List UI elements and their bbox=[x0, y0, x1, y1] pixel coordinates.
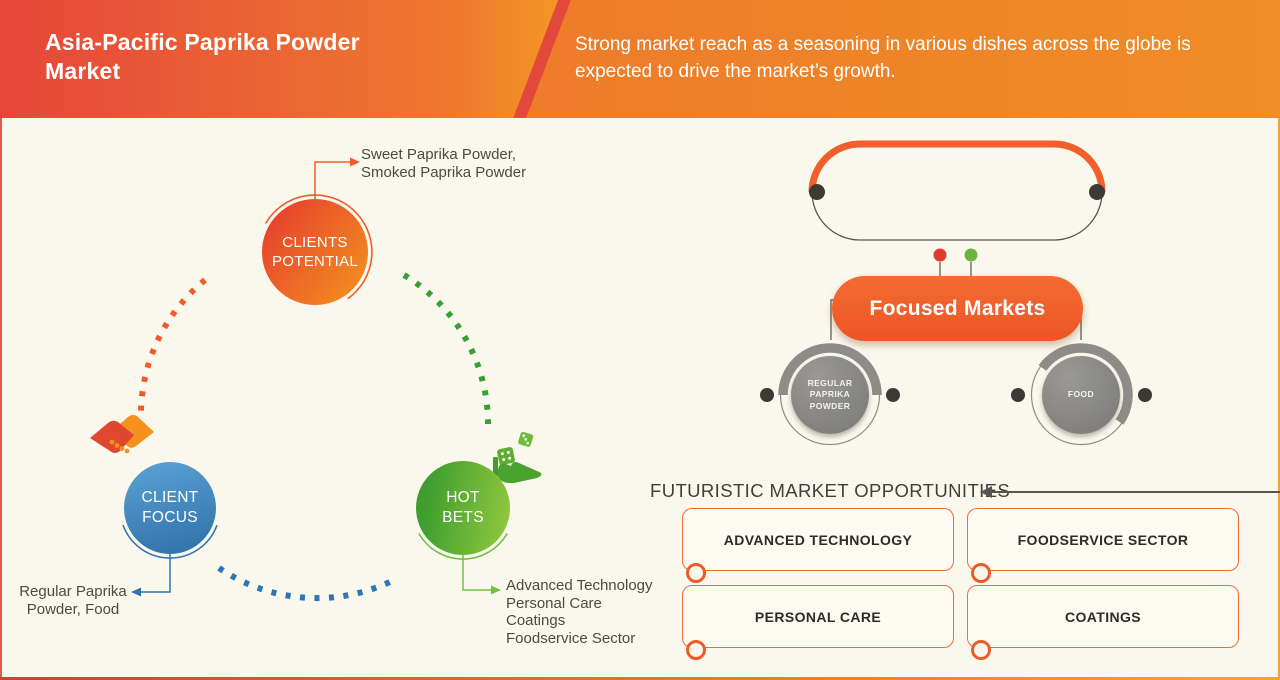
node2-ring-thick bbox=[1038, 343, 1133, 425]
node1-left-dot bbox=[760, 388, 774, 402]
arrowhead-clients-potential bbox=[350, 157, 360, 167]
node1-label-line1: REGULAR PAPRIKA bbox=[807, 377, 853, 400]
opportunities-grid: ADVANCED TECHNOLOGY FOODSERVICE SECTOR P… bbox=[682, 508, 1239, 660]
focused-markets-decor bbox=[760, 140, 1152, 446]
arrowhead-client-focus bbox=[131, 587, 141, 597]
hot-bets-label-line1: HOT bbox=[446, 488, 480, 506]
hot-bets-note-line1: Advanced Technology bbox=[506, 577, 653, 594]
dashed-arc-blue bbox=[217, 565, 398, 601]
clients-potential-note-line2: Smoked Paprika Powder bbox=[361, 164, 527, 182]
hot-bets-note: Advanced Technology Personal Care Coatin… bbox=[506, 577, 653, 647]
clients-potential-label-line1: CLIENTS bbox=[282, 233, 348, 251]
client-focus-note: Regular Paprika Powder, Food bbox=[12, 583, 134, 620]
pill-outline-thick bbox=[808, 140, 1106, 193]
dashed-arc-orange bbox=[137, 277, 207, 419]
bottom-border bbox=[0, 677, 1280, 680]
arrowhead-hot-bets bbox=[491, 585, 501, 595]
header-subtitle: Strong market reach as a seasoning in va… bbox=[575, 34, 1191, 82]
page-title-line1: Asia-Pacific Paprika Powder bbox=[45, 29, 360, 55]
hot-bets-note-line3: Coatings bbox=[506, 612, 566, 629]
opportunity-box-advanced-technology: ADVANCED TECHNOLOGY bbox=[682, 508, 954, 583]
client-focus-label-line1: CLIENT bbox=[141, 488, 199, 506]
opportunity-label: FOODSERVICE SECTOR bbox=[1017, 531, 1189, 548]
right-border bbox=[1278, 118, 1280, 680]
cycle-diagram-decor bbox=[90, 157, 542, 601]
connector-client-focus bbox=[141, 554, 171, 593]
node2-label: FOOD bbox=[1067, 389, 1095, 400]
node1-label-line2: POWDER bbox=[809, 400, 851, 411]
opportunity-box-coatings: COATINGS bbox=[967, 585, 1239, 660]
node1-right-dot bbox=[886, 388, 900, 402]
opportunity-label: PERSONAL CARE bbox=[754, 608, 882, 625]
clients-potential-label-line2: POTENTIAL bbox=[271, 253, 359, 270]
infographic-body: CLIENTS POTENTIAL CLIENT FOCUS HOT BETS … bbox=[0, 118, 1280, 680]
hot-bets-note-line2: Personal Care bbox=[506, 594, 602, 612]
box-corner-ring-icon bbox=[686, 640, 706, 660]
box-corner-ring-icon bbox=[686, 563, 706, 583]
page-title-line2: Market bbox=[45, 58, 121, 85]
clients-potential-note: Sweet Paprika Powder, Smoked Paprika Pow… bbox=[361, 146, 526, 183]
pill-left-dot bbox=[809, 184, 825, 200]
branch-dot-red bbox=[933, 248, 947, 262]
clients-potential-circle: CLIENTS POTENTIAL bbox=[262, 199, 368, 305]
client-focus-label-line2: FOCUS bbox=[142, 509, 198, 526]
header-diagonal-overlay bbox=[526, 0, 1280, 118]
opportunity-label: ADVANCED TECHNOLOGY bbox=[723, 531, 913, 548]
hot-bets-circle: HOT BETS bbox=[416, 461, 510, 555]
market-node-regular-paprika-powder: REGULAR PAPRIKA POWDER bbox=[791, 356, 869, 434]
connector-hot-bets bbox=[462, 555, 491, 591]
box-corner-ring-icon bbox=[971, 563, 991, 583]
market-node-food: FOOD bbox=[1042, 356, 1120, 434]
branch-dot-green bbox=[964, 248, 978, 262]
header-banner: Asia-Pacific Paprika Powder Market Stron… bbox=[0, 0, 1280, 118]
node1-ring-thick bbox=[778, 343, 882, 396]
client-focus-note-line2: Powder, Food bbox=[26, 601, 120, 619]
focused-markets-pill: Focused Markets bbox=[832, 276, 1083, 341]
node2-left-dot bbox=[1011, 388, 1025, 402]
pill-right-dot bbox=[1089, 184, 1105, 200]
left-border bbox=[0, 118, 2, 680]
clients-potential-note-line1: Sweet Paprika Powder, bbox=[361, 146, 517, 163]
opportunity-box-personal-care: PERSONAL CARE bbox=[682, 585, 954, 660]
hot-bets-label-line2: BETS bbox=[442, 509, 484, 526]
hot-bets-note-line4: Foodservice Sector bbox=[506, 629, 636, 647]
page-title: Asia-Pacific Paprika Powder Market bbox=[45, 28, 445, 87]
client-focus-circle: CLIENT FOCUS bbox=[124, 462, 216, 554]
box-corner-ring-icon bbox=[971, 640, 991, 660]
opportunities-arrowhead-icon bbox=[980, 486, 992, 498]
dashed-arc-green bbox=[402, 272, 491, 425]
node2-right-dot bbox=[1138, 388, 1152, 402]
client-focus-note-line1: Regular Paprika bbox=[19, 583, 127, 600]
opportunities-heading: FUTURISTIC MARKET OPPORTUNITIES bbox=[650, 480, 1011, 501]
dice-in-hand-icon bbox=[493, 431, 542, 484]
opportunity-box-foodservice-sector: FOODSERVICE SECTOR bbox=[967, 508, 1239, 583]
handshake-icon bbox=[90, 415, 154, 454]
opportunities-arrow-line bbox=[992, 491, 1280, 493]
accent-arc-orange bbox=[264, 194, 373, 300]
connector-clients-potential bbox=[314, 161, 350, 199]
opportunity-label: COATINGS bbox=[1064, 608, 1142, 625]
pill-outline-thin bbox=[811, 143, 1103, 241]
